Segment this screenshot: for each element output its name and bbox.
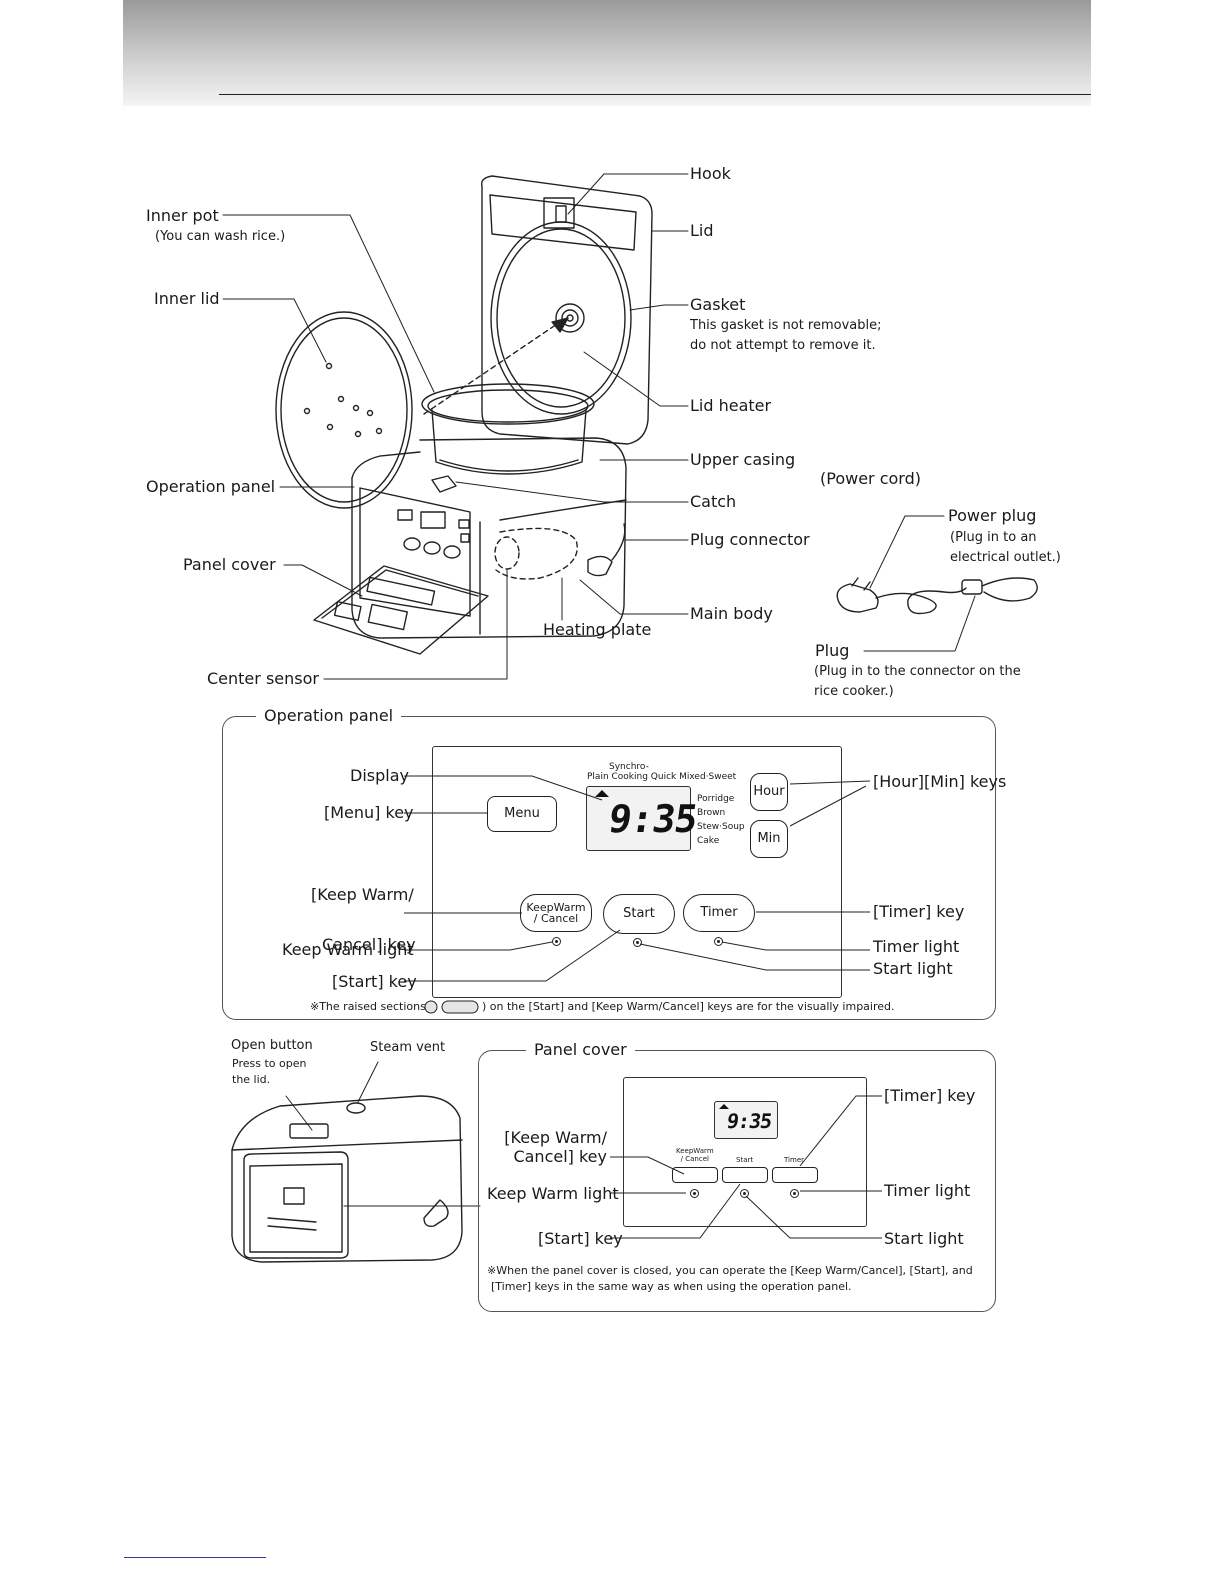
cover-start-key[interactable] <box>722 1167 768 1183</box>
synchro-label: Synchro- <box>609 762 649 772</box>
menu-top-labels: Plain Cooking Quick Mixed·Sweet <box>587 772 737 782</box>
start-light-label: Start light <box>873 959 953 978</box>
operation-panel-label: Operation panel <box>146 477 276 496</box>
cover-start-light-label: Start light <box>884 1229 964 1248</box>
timer-light <box>714 937 723 946</box>
heating-plate-label: Heating plate <box>543 620 652 639</box>
operation-panel-title: Operation panel <box>256 706 402 725</box>
raised-sections-note-start: ※The raised sections ( <box>310 1000 434 1013</box>
hour-key[interactable]: Hour <box>750 773 788 811</box>
cover-display-lcd: 9:35 <box>714 1101 778 1139</box>
plug-note-2: rice cooker.) <box>814 684 894 699</box>
keep-warm-light-label: Keep Warm light <box>282 940 414 959</box>
timer-light-label: Timer light <box>873 937 960 956</box>
min-key[interactable]: Min <box>750 820 788 858</box>
panel-cover-label: Panel cover <box>183 555 276 574</box>
leader-lines <box>222 173 976 1207</box>
panel-cover-face <box>623 1077 867 1227</box>
raised-sections-icon <box>424 1000 479 1014</box>
cover-keep-warm-key-label-1: [Keep Warm/ <box>504 1128 607 1147</box>
gasket-label: Gasket <box>690 295 746 314</box>
cover-timer-key-label: [Timer] key <box>884 1086 976 1105</box>
plug-note-1: (Plug in to the connector on the <box>814 664 1021 679</box>
menu-right-stew-soup: Stew·Soup <box>697 822 745 832</box>
cover-start-caption: Start <box>736 1156 754 1164</box>
center-sensor-label: Center sensor <box>207 669 319 688</box>
operation-panel-box <box>222 716 996 1020</box>
power-plug-label: Power plug <box>948 506 1037 525</box>
start-light <box>633 938 642 947</box>
keep-warm-cancel-key[interactable]: KeepWarm / Cancel <box>520 894 592 932</box>
cover-keep-warm-key[interactable] <box>672 1167 718 1183</box>
plug-connector-label: Plug connector <box>690 530 810 549</box>
power-plug-note-2: electrical outlet.) <box>950 550 1061 565</box>
footer-rule <box>124 1557 266 1558</box>
display-lcd: 9:35 <box>586 786 700 851</box>
lid-illustration <box>481 175 653 445</box>
cover-keep-warm-light <box>690 1189 699 1198</box>
menu-right-porridge: Porridge <box>697 794 735 804</box>
keep-warm-key-label-2: Cancel] key <box>322 935 416 954</box>
hook-label: Hook <box>690 164 731 183</box>
panel-cover-box <box>478 1050 996 1312</box>
catch-label: Catch <box>690 492 737 511</box>
upper-casing-label: Upper casing <box>690 450 796 469</box>
plug-label: Plug <box>815 641 850 660</box>
steam-vent-label: Steam vent <box>370 1040 446 1055</box>
cover-start-key-label: [Start] key <box>538 1229 623 1248</box>
inner-pot-label: Inner pot <box>146 206 219 225</box>
gasket-note-1: This gasket is not removable; <box>690 318 882 333</box>
exterior-illustration <box>231 1095 463 1263</box>
panel-cover-illustration <box>313 565 489 655</box>
keep-warm-light <box>552 937 561 946</box>
panel-cover-note-2: [Timer] keys in the same way as when usi… <box>491 1280 852 1293</box>
timer-key[interactable]: Timer <box>683 894 755 932</box>
power-plug-note-1: (Plug in to an <box>950 530 1037 545</box>
display-label: Display <box>350 766 409 785</box>
lid-label: Lid <box>690 221 714 240</box>
cover-keep-warm-caption: KeepWarm / Cancel <box>676 1147 714 1163</box>
raised-sections-note-end: ) on the [Start] and [Keep Warm/Cancel] … <box>482 1000 895 1013</box>
body-panel-illustration <box>397 509 470 559</box>
header-band <box>123 0 1091 106</box>
cover-timer-key[interactable] <box>772 1167 818 1183</box>
header-rule <box>219 94 1091 95</box>
hour-min-keys-label: [Hour][Min] keys <box>873 772 1007 791</box>
cover-timer-caption: Timer <box>784 1156 805 1164</box>
cover-keep-warm-light-label: Keep Warm light <box>487 1184 619 1203</box>
cover-start-light <box>740 1189 749 1198</box>
lid-heater-label: Lid heater <box>690 396 772 415</box>
panel-cover-title: Panel cover <box>526 1040 635 1059</box>
power-cord-illustration <box>836 577 1038 615</box>
gasket-note-2: do not attempt to remove it. <box>690 338 876 353</box>
inner-lid-illustration <box>275 311 413 509</box>
power-cord-label: (Power cord) <box>820 469 921 488</box>
menu-key[interactable]: Menu <box>487 796 557 832</box>
panel-cover-note-1: ※When the panel cover is closed, you can… <box>487 1264 973 1277</box>
menu-right-cake: Cake <box>697 836 720 846</box>
cover-menu-indicator-icon <box>719 1104 729 1109</box>
cover-timer-light <box>790 1189 799 1198</box>
cover-timer-light-label: Timer light <box>884 1181 971 1200</box>
timer-key-label: [Timer] key <box>873 902 965 921</box>
operation-panel-face <box>432 746 842 998</box>
open-button-label: Open button <box>231 1038 313 1053</box>
main-body-label: Main body <box>690 604 773 623</box>
start-key-label: [Start] key <box>332 972 417 991</box>
menu-indicator-icon <box>595 790 609 797</box>
inner-lid-label: Inner lid <box>154 289 220 308</box>
start-key[interactable]: Start <box>603 894 675 934</box>
open-button-note-2: the lid. <box>232 1073 271 1086</box>
keep-warm-key-label-1: [Keep Warm/ <box>311 885 414 904</box>
inner-pot-illustration <box>421 383 595 475</box>
cover-keep-warm-key-label-2: Cancel] key <box>513 1147 607 1166</box>
menu-key-label: [Menu] key <box>324 803 414 822</box>
menu-right-brown: Brown <box>697 808 726 818</box>
inner-pot-note: (You can wash rice.) <box>155 229 286 244</box>
open-button-note-1: Press to open <box>232 1057 307 1070</box>
